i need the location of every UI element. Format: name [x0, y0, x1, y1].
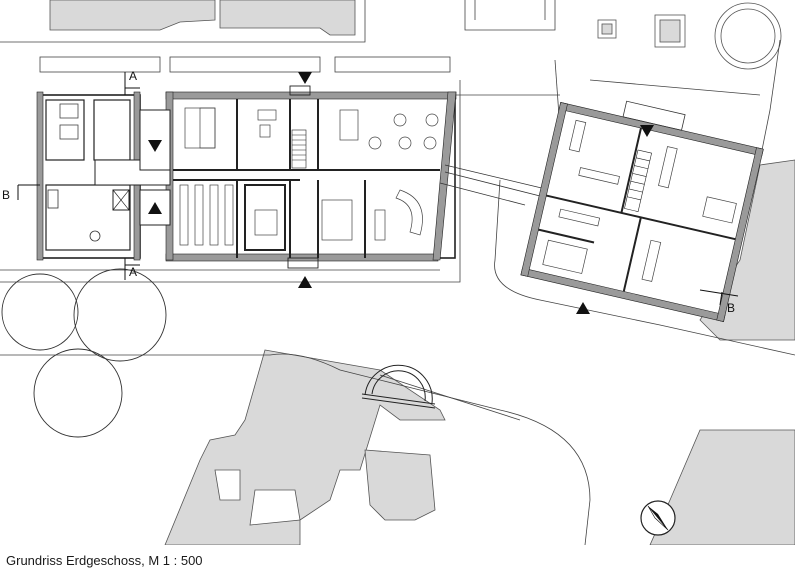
entrance-triangle-icon	[640, 125, 654, 137]
entrance-markers	[148, 72, 654, 314]
east-building	[520, 100, 764, 323]
neighbour-building-detail	[214, 469, 301, 526]
glass-link	[439, 164, 551, 206]
section-label-a-top: A	[129, 69, 137, 83]
section-markers	[17, 72, 739, 306]
trees	[1, 268, 167, 438]
entrance-triangle-icon	[148, 202, 162, 214]
north-arrow-icon	[640, 500, 676, 536]
entrance-triangle-icon	[298, 276, 312, 288]
furniture	[179, 107, 439, 246]
floor-plan-drawing: A A B B	[0, 0, 795, 545]
entrance-triangle-icon	[148, 140, 162, 152]
section-label-b-right: B	[727, 301, 735, 315]
site-lines	[0, 0, 795, 545]
plan-caption: Grundriss Erdgeschoss, M 1 : 500	[6, 553, 203, 568]
arch-feature	[361, 364, 436, 409]
entrance-triangle-icon	[576, 302, 590, 314]
parking-bays	[39, 56, 451, 73]
main-building	[36, 85, 457, 269]
section-label-b-left: B	[2, 188, 10, 202]
entrance-triangle-icon	[298, 72, 312, 84]
stair	[291, 129, 307, 169]
section-label-a-bottom: A	[129, 265, 137, 279]
